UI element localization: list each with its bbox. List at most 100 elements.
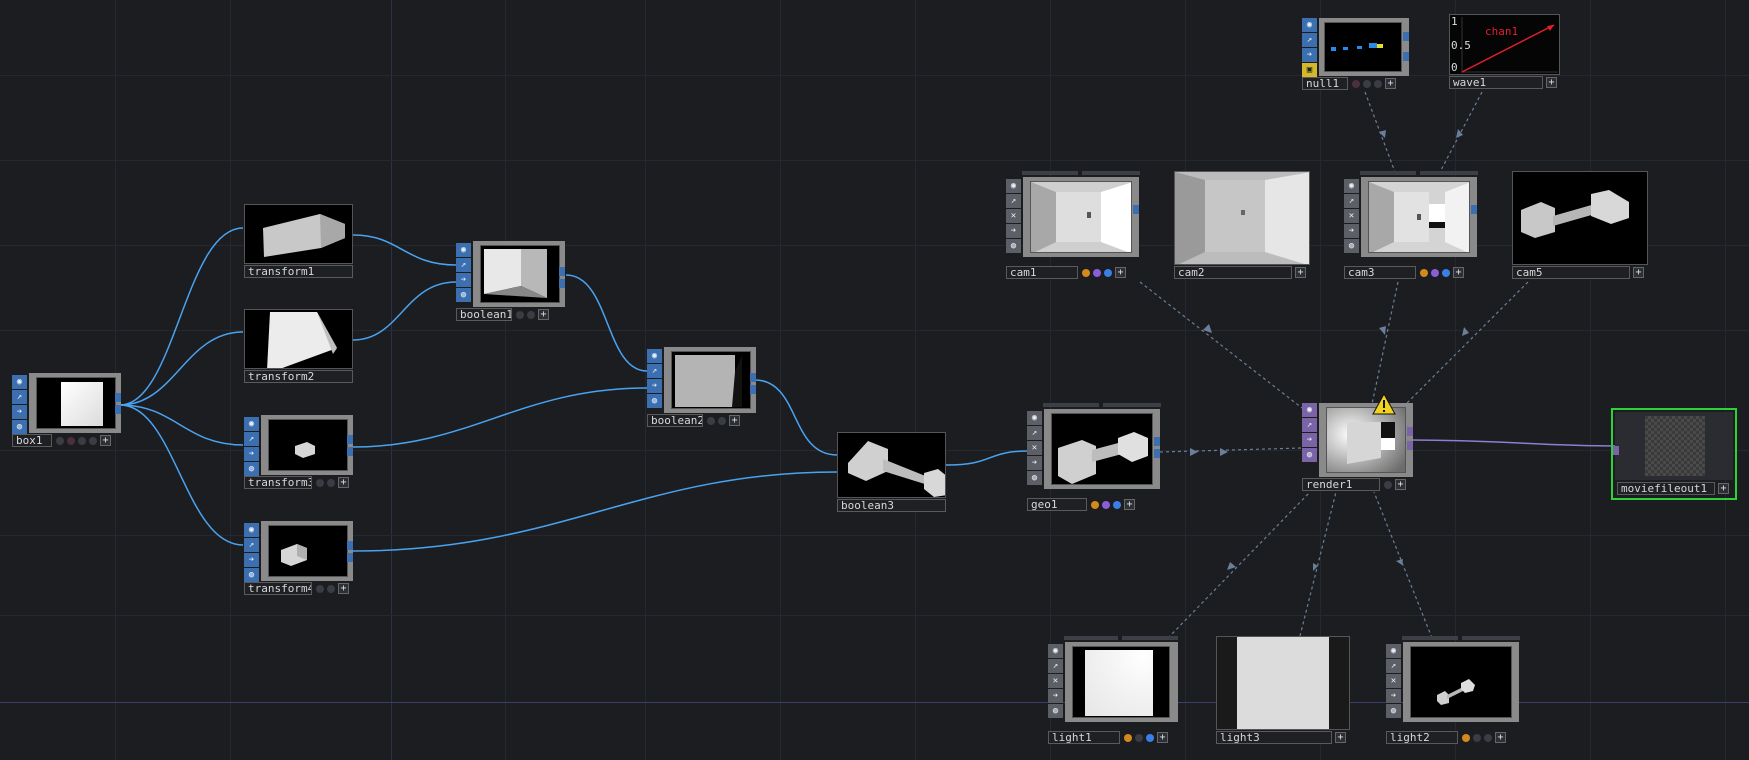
flag-dot[interactable]: [1093, 268, 1101, 277]
flag-dot[interactable]: [327, 584, 335, 593]
viewer-icon[interactable]: ◉: [1344, 179, 1359, 193]
flag-dot[interactable]: [316, 478, 324, 487]
output-port[interactable]: [1407, 427, 1413, 436]
input-port[interactable]: [1154, 437, 1160, 446]
flag-dot[interactable]: [1352, 79, 1360, 88]
output-port[interactable]: [559, 267, 565, 276]
render-icon[interactable]: ◍: [456, 288, 471, 302]
node-transform2[interactable]: transform2: [244, 309, 354, 385]
bypass-icon[interactable]: ↗: [1302, 33, 1317, 47]
output-port[interactable]: [347, 447, 353, 456]
display-icon[interactable]: ➔: [1302, 48, 1317, 62]
viewer-icon[interactable]: ◉: [1302, 18, 1317, 32]
flag-dot[interactable]: [1384, 480, 1392, 489]
flag-dot[interactable]: [1124, 733, 1132, 742]
add-icon[interactable]: +: [1385, 78, 1396, 89]
bypass-icon[interactable]: ↗: [1006, 194, 1021, 208]
display-icon[interactable]: ➔: [12, 405, 27, 419]
output-port[interactable]: [347, 553, 353, 562]
flag-dot[interactable]: [1135, 733, 1143, 742]
viewer-icon[interactable]: ◉: [1386, 644, 1401, 658]
output-port[interactable]: [750, 385, 756, 394]
flag-dot[interactable]: [1104, 268, 1112, 277]
bypass-icon[interactable]: ↗: [12, 390, 27, 404]
output-port[interactable]: [347, 435, 353, 444]
flag-dot[interactable]: [1462, 733, 1470, 742]
node-transform4[interactable]: ◉ ↗ ➔ ◍ transform4 +: [244, 521, 354, 597]
warning-icon[interactable]: [1372, 393, 1396, 415]
display-icon[interactable]: ➔: [1006, 224, 1021, 238]
lock-icon[interactable]: ✕: [1027, 441, 1042, 455]
add-icon[interactable]: +: [100, 435, 111, 446]
flag-dot[interactable]: [78, 436, 86, 445]
viewer-icon[interactable]: ◉: [1027, 411, 1042, 425]
add-icon[interactable]: +: [1395, 479, 1406, 490]
node-wave1[interactable]: 1 0.5 0 chan1 wave1 +: [1449, 14, 1561, 92]
lock-icon[interactable]: ▣: [1302, 63, 1317, 77]
viewer-icon[interactable]: ◉: [1006, 179, 1021, 193]
bypass-icon[interactable]: ↗: [244, 538, 259, 552]
display-icon[interactable]: ➔: [1302, 433, 1317, 447]
flag-dot[interactable]: [1091, 500, 1099, 509]
node-moviefileout1[interactable]: moviefileout1 +: [1611, 408, 1737, 500]
render-icon[interactable]: ◍: [647, 394, 662, 408]
flag-dot[interactable]: [1420, 268, 1428, 277]
viewer-icon[interactable]: ◉: [12, 375, 27, 389]
node-cam2[interactable]: cam2 +: [1174, 171, 1310, 281]
add-icon[interactable]: +: [1157, 732, 1168, 743]
flag-dot[interactable]: [1082, 268, 1090, 277]
display-icon[interactable]: ➔: [1027, 456, 1042, 470]
flag-dot[interactable]: [67, 436, 75, 445]
add-icon[interactable]: +: [1335, 732, 1346, 743]
lock-icon[interactable]: ✕: [1048, 674, 1063, 688]
node-light3[interactable]: light3 +: [1216, 636, 1352, 746]
bypass-icon[interactable]: ↗: [1027, 426, 1042, 440]
add-icon[interactable]: +: [1495, 732, 1506, 743]
node-light2[interactable]: ◉ ↗ ✕ ➔ ◍ light2 +: [1386, 636, 1522, 746]
flag-dot[interactable]: [527, 310, 535, 319]
bypass-icon[interactable]: ↗: [647, 364, 662, 378]
flag-dot[interactable]: [1484, 733, 1492, 742]
add-icon[interactable]: +: [1718, 483, 1729, 494]
viewer-icon[interactable]: ◉: [1302, 403, 1317, 417]
flag-dot[interactable]: [718, 416, 726, 425]
input-port[interactable]: [1613, 446, 1619, 455]
bypass-icon[interactable]: ↗: [1344, 194, 1359, 208]
node-cam1[interactable]: ◉ ↗ ✕ ➔ ◍ cam1 +: [1006, 171, 1142, 281]
node-boolean1[interactable]: ◉ ↗ ➔ ◍ boolean1 +: [456, 241, 566, 323]
output-port[interactable]: [1133, 205, 1139, 214]
node-geo1[interactable]: ◉ ↗ ✕ ➔ ◍ geo1 +: [1027, 403, 1163, 513]
add-icon[interactable]: +: [338, 583, 349, 594]
node-light1[interactable]: ◉ ↗ ✕ ➔ ◍ light1 +: [1048, 636, 1180, 746]
add-icon[interactable]: +: [1633, 267, 1644, 278]
render-icon[interactable]: ◍: [1027, 471, 1042, 485]
node-boolean3[interactable]: boolean3: [837, 432, 947, 514]
flag-dot[interactable]: [56, 436, 64, 445]
output-port[interactable]: [750, 373, 756, 382]
output-port[interactable]: [115, 405, 121, 414]
node-transform1[interactable]: transform1: [244, 204, 354, 280]
node-cam5[interactable]: cam5 +: [1512, 171, 1648, 281]
flag-dot[interactable]: [1113, 500, 1121, 509]
lock-icon[interactable]: ✕: [1344, 209, 1359, 223]
add-icon[interactable]: +: [1453, 267, 1464, 278]
output-port[interactable]: [1471, 205, 1477, 214]
display-icon[interactable]: ➔: [244, 447, 259, 461]
lock-icon[interactable]: ✕: [1386, 674, 1401, 688]
render-icon[interactable]: ◍: [1006, 239, 1021, 253]
bypass-icon[interactable]: ↗: [1048, 659, 1063, 673]
add-icon[interactable]: +: [338, 477, 349, 488]
display-icon[interactable]: ➔: [1386, 689, 1401, 703]
render-icon[interactable]: ◍: [244, 462, 259, 476]
flag-dot[interactable]: [1363, 79, 1371, 88]
output-port[interactable]: [347, 541, 353, 550]
viewer-icon[interactable]: ◉: [244, 417, 259, 431]
add-icon[interactable]: +: [538, 309, 549, 320]
render-icon[interactable]: ◍: [1048, 704, 1063, 718]
flag-dot[interactable]: [1102, 500, 1110, 509]
flag-dot[interactable]: [89, 436, 97, 445]
add-icon[interactable]: +: [1295, 267, 1306, 278]
add-icon[interactable]: +: [729, 415, 740, 426]
display-icon[interactable]: ➔: [647, 379, 662, 393]
flag-dot[interactable]: [707, 416, 715, 425]
